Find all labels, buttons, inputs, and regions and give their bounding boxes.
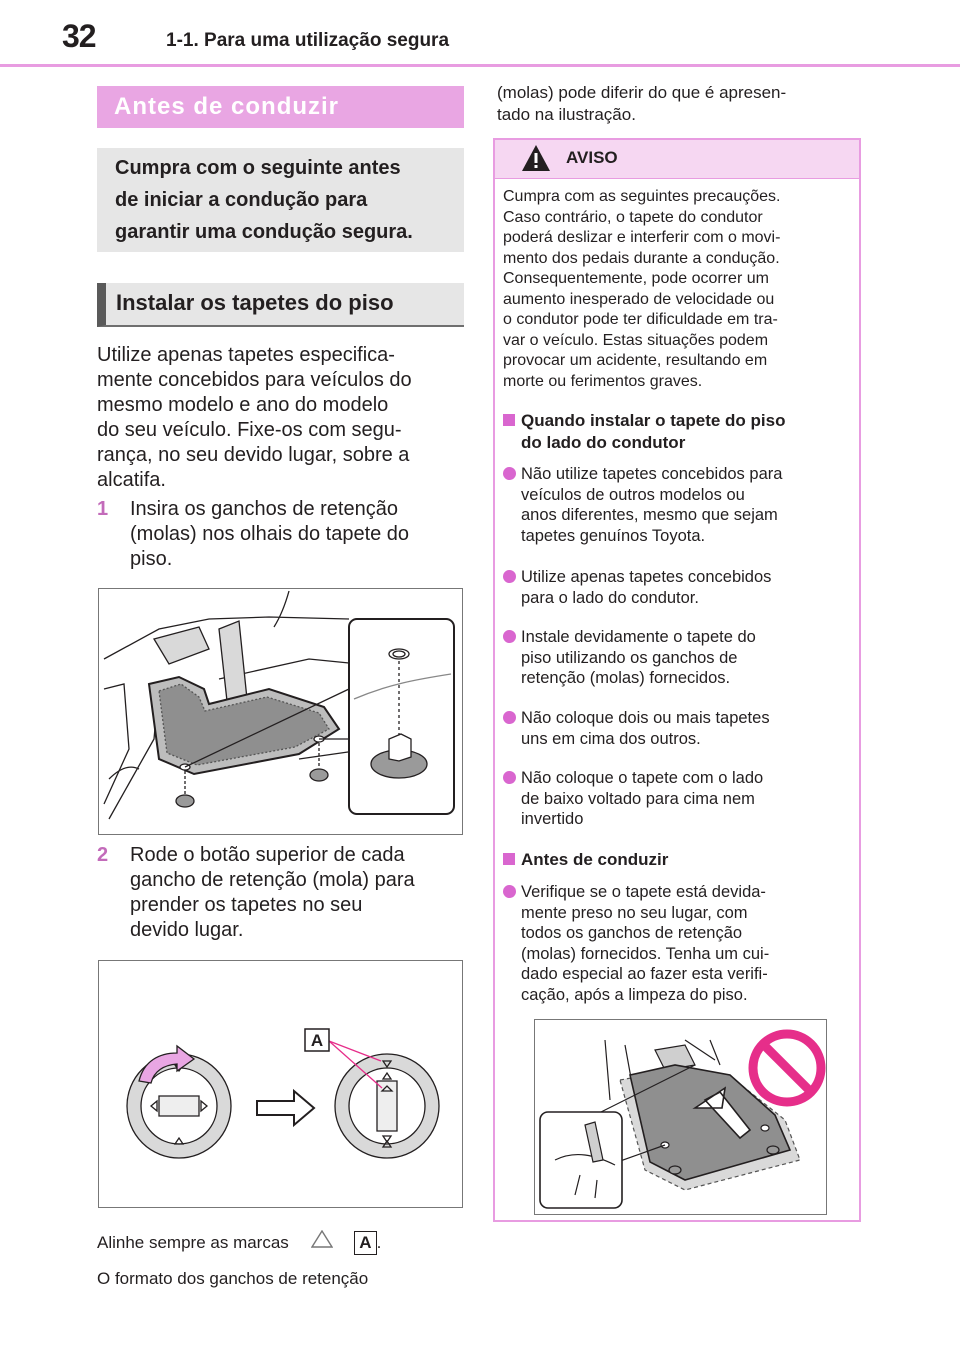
section-line: do lado do condutor (521, 433, 686, 452)
bullet-line: piso utilizando os ganchos de (521, 648, 738, 667)
bullet-line: dado especial ao fazer esta verifi- (521, 965, 768, 983)
bullet-line: invertido (521, 810, 584, 828)
align-note: Alinhe sempre as marcas A. (97, 1229, 467, 1255)
triangle-mark-icon (294, 1229, 350, 1254)
bullet-line: Verifique se o tapete está devida- (521, 883, 766, 901)
warning-box (493, 138, 861, 1222)
hook-rotation-illustration: A (126, 1028, 440, 1159)
paragraph-line: alcatifa. (97, 469, 166, 491)
warning-line: Caso contrário, o tapete do condutor (503, 208, 763, 226)
warning-line: o condutor pode ter dificuldade em tra- (503, 311, 778, 328)
shape-note: O formato dos ganchos de retenção (97, 1269, 369, 1288)
warning-title: AVISO (566, 148, 618, 167)
bullet-icon (503, 570, 516, 583)
bullet-line: todos os ganchos de retenção (521, 924, 743, 942)
warning-section-2: Antes de conduzir (503, 849, 849, 871)
align-text-end: . (376, 1233, 382, 1252)
bullet-icon (503, 771, 516, 784)
warning-bullet: Não coloque dois ou mais tapetes uns em … (503, 708, 849, 749)
bullet-line: mente preso no seu lugar, com (521, 903, 748, 922)
bullet-icon (503, 885, 516, 898)
section-line: Antes de conduzir (521, 850, 669, 869)
intro-line: de iniciar a condução para (115, 189, 368, 211)
continuation-line: tado na ilustração. (497, 105, 636, 124)
sub-heading: Instalar os tapetes do piso (97, 283, 464, 327)
bullet-line: cação, após a limpeza do piso. (521, 985, 748, 1004)
bullet-line: uns em cima dos outros. (521, 729, 701, 748)
header-divider (0, 64, 960, 67)
warning-bullet: Instale devidamente o tapete do piso uti… (503, 627, 849, 689)
page-number: 32 (62, 18, 97, 54)
stacked-mats-figure (534, 1019, 827, 1215)
step-number: 2 (97, 844, 109, 866)
align-text: Alinhe sempre as marcas (97, 1233, 289, 1252)
warning-line: morte ou ferimentos graves. (503, 372, 703, 390)
warning-line: poderá deslizar e interferir com o movi- (503, 229, 781, 246)
step-line: Insira os ganchos de retenção (130, 498, 398, 520)
bullet-line: anos diferentes, mesmo que sejam (521, 506, 778, 524)
section-title: 1-1. Para uma utilização segura (166, 30, 450, 51)
paragraph-line: mente concebidos para veículos do (97, 369, 412, 391)
step-line: devido lugar. (130, 919, 244, 941)
intro-box: Cumpra com o seguinte antes de iniciar a… (97, 148, 464, 252)
bullet-line: de baixo voltado para cima nem (521, 789, 755, 808)
warning-line: var o veículo. Estas situações podem (503, 331, 769, 349)
warning-bullet: Não coloque o tapete com o lado de baixo… (503, 768, 849, 830)
body-paragraph: Utilize apenas tapetes especifica- mente… (97, 343, 467, 493)
continuation-text: (molas) pode diferir do que é apresen- t… (497, 82, 867, 126)
warning-line: Cumpra com as seguintes precauções. (503, 188, 781, 205)
step-1: 1 Insira os ganchos de retenção (molas) … (97, 497, 467, 572)
step-number: 1 (97, 498, 109, 520)
warning-line: aumento inesperado de velocidade ou (503, 290, 775, 308)
warning-header (495, 140, 859, 179)
bullet-line: retenção (molas) fornecidos. (521, 669, 731, 687)
warning-bullet: Utilize apenas tapetes concebidos para o… (503, 567, 849, 608)
square-bullet-icon (503, 853, 515, 865)
step-line: gancho de retenção (mola) para (130, 869, 415, 891)
bullet-line: Utilize apenas tapetes concebidos (521, 568, 772, 586)
floor-mat-figure (98, 588, 463, 835)
warning-intro: Cumpra com as seguintes precauções. Caso… (503, 187, 849, 392)
square-bullet-icon (503, 414, 515, 426)
label-a-box: A (354, 1231, 377, 1255)
step-line: prender os tapetes no seu (130, 894, 363, 916)
warning-line: provocar um acidente, resultando em (503, 352, 768, 369)
step-2: 2 Rode o botão superior de cada gancho d… (97, 843, 467, 943)
bullet-line: Não coloque dois ou mais tapetes (521, 709, 770, 727)
paragraph-line: do seu veículo. Fixe-os com segu- (97, 419, 402, 441)
bullet-icon (503, 467, 516, 480)
warning-icon (521, 144, 551, 177)
intro-line: Cumpra com o seguinte antes (115, 157, 401, 179)
stacked-mats-illustration (539, 1029, 826, 1209)
bullet-icon (503, 630, 516, 643)
bullet-line: Não coloque o tapete com o lado (521, 769, 764, 787)
hook-rotation-figure: A (98, 960, 463, 1208)
continuation-line: (molas) pode diferir do que é apresen- (497, 83, 787, 102)
warning-line: mento dos pedais durante a condução. (503, 249, 780, 267)
warning-bullet: Não utilize tapetes concebidos para veíc… (503, 464, 849, 546)
warning-bullet: Verifique se o tapete está devida- mente… (503, 882, 849, 1005)
bullet-line: Instale devidamente o tapete do (521, 628, 756, 646)
step-line: piso. (130, 548, 173, 570)
paragraph-line: rança, no seu devido lugar, sobre a (97, 444, 410, 466)
bullet-line: veículos de outros modelos ou (521, 485, 745, 504)
main-heading: Antes de conduzir (97, 86, 464, 128)
bullet-line: Não utilize tapetes concebidos para (521, 465, 783, 483)
step-line: Rode o botão superior de cada (130, 844, 405, 866)
bullet-line: (molas) fornecidos. Tenha um cui- (521, 944, 770, 963)
bullet-line: tapetes genuínos Toyota. (521, 526, 706, 545)
bullet-line: para o lado do condutor. (521, 588, 699, 607)
bullet-icon (503, 711, 516, 724)
warning-line: Consequentemente, pode ocorrer um (503, 270, 769, 287)
intro-line: garantir uma condução segura. (115, 221, 413, 243)
paragraph-line: Utilize apenas tapetes especifica- (97, 344, 395, 366)
floor-mat-illustration (103, 590, 455, 820)
label-a: A (311, 1031, 323, 1050)
step-line: (molas) nos olhais do tapete do (130, 523, 410, 545)
section-line: Quando instalar o tapete do piso (521, 411, 786, 430)
warning-section-1: Quando instalar o tapete do piso do lado… (503, 410, 849, 454)
paragraph-line: mesmo modelo e ano do modelo (97, 394, 389, 416)
